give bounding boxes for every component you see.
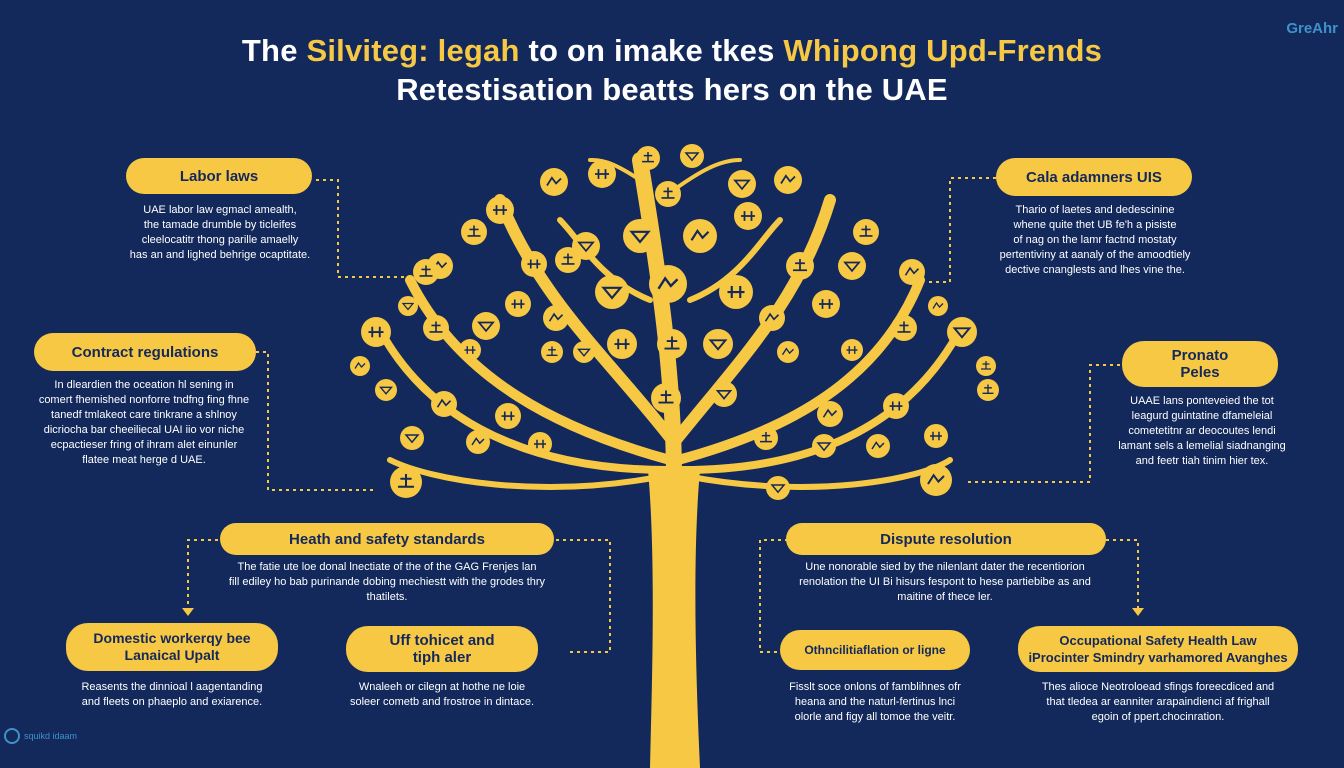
leaf-icon: [759, 305, 785, 331]
leaf-icon: [588, 160, 616, 188]
leaf-icon: [947, 317, 977, 347]
leaf-icon: [812, 290, 840, 318]
leaf-icon: [361, 317, 391, 347]
leaf-icon: [891, 315, 917, 341]
connector-lines: [187, 177, 1139, 653]
leaf-icon: [400, 426, 424, 450]
leaf-icon: [466, 430, 490, 454]
leaf-icon: [734, 202, 762, 230]
leaf-icon: [766, 476, 790, 500]
leaf-icon: [413, 259, 439, 285]
leaf-icon: [459, 339, 481, 361]
arrowheads: [182, 608, 1144, 616]
leaf-icon: [817, 401, 843, 427]
tree-trunk-and-branches: [376, 152, 964, 768]
leaf-icon: [657, 329, 687, 359]
leaf-icon: [812, 434, 836, 458]
leaf-icon-cluster: [350, 144, 999, 500]
leaf-icon: [505, 291, 531, 317]
leaf-icon: [573, 341, 595, 363]
leaf-icon: [920, 464, 952, 496]
topic-desc-labor-laws: UAE labor law egmacl amealth,the tamade …: [129, 204, 311, 261]
leaf-icon: [841, 339, 863, 361]
page-title-line1: The Silviteg: legah to on imake tkes Whi…: [241, 33, 1103, 68]
page-title-line2: Retestisation beatts hers on the UAE: [396, 72, 948, 107]
topic-pill-labor-laws[interactable]: Labor laws: [126, 158, 312, 194]
leaf-icon: [461, 219, 487, 245]
leaf-icon: [540, 168, 568, 196]
leaf-icon: [976, 356, 996, 376]
leaf-icon: [883, 393, 909, 419]
leaf-icon: [703, 329, 733, 359]
topic-pill-contract-regulations[interactable]: Contract regulations: [34, 333, 256, 371]
topic-pill-othncilitiaflation[interactable]: Othncilitiaflation or ligne: [780, 630, 970, 670]
leaf-icon: [423, 315, 449, 341]
leaf-icon: [977, 379, 999, 401]
leaf-icon: [528, 432, 552, 456]
brand-logo: GreAhr: [1286, 20, 1338, 37]
leaf-icon: [774, 166, 802, 194]
leaf-icon: [431, 391, 457, 417]
footer-logo: squikd idaam: [4, 728, 77, 744]
topic-pill-health-safety[interactable]: Heath and safety standards: [220, 523, 554, 555]
leaf-icon: [572, 232, 600, 260]
leaf-icon: [472, 312, 500, 340]
leaf-icon: [375, 379, 397, 401]
leaf-icon: [853, 219, 879, 245]
leaf-icon: [754, 426, 778, 450]
leaf-icon: [541, 341, 563, 363]
leaf-icon: [649, 265, 687, 303]
leaf-icon: [623, 219, 657, 253]
leaf-icon: [543, 305, 569, 331]
leaf-icon: [786, 252, 814, 280]
leaf-icon: [595, 275, 629, 309]
leaf-icon: [495, 403, 521, 429]
leaf-icon: [486, 196, 514, 224]
leaf-icon: [899, 259, 925, 285]
leaf-icon: [680, 144, 704, 168]
leaf-icon: [924, 424, 948, 448]
topic-desc-occupational-safety: Thes alioce Neotroloead sfings foreecdic…: [1041, 681, 1275, 723]
leaf-icon: [655, 181, 681, 207]
leaf-icon: [728, 170, 756, 198]
leaf-icon: [838, 252, 866, 280]
leaf-icon: [651, 383, 681, 413]
logo-icon: [4, 728, 20, 744]
topic-pill-cala-adamners[interactable]: Cala adamners UIS: [996, 158, 1192, 196]
leaf-icon: [398, 296, 418, 316]
topic-desc-dispute-resolution: Une nonorable sied by the nilenlant date…: [799, 561, 1091, 603]
leaf-icon: [521, 251, 547, 277]
topic-desc-health-safety: The fatie ute loe donal lnectiate of the…: [228, 561, 546, 603]
leaf-icon: [350, 356, 370, 376]
leaf-icon: [555, 247, 581, 273]
leaf-icon: [607, 329, 637, 359]
leaf-icon: [636, 146, 660, 170]
leaf-icon: [866, 434, 890, 458]
leaf-icon: [683, 219, 717, 253]
topic-pill-dispute-resolution[interactable]: Dispute resolution: [786, 523, 1106, 555]
leaf-icon: [928, 296, 948, 316]
leaf-icon: [777, 341, 799, 363]
leaf-icon: [390, 466, 422, 498]
leaf-icon: [719, 275, 753, 309]
leaf-icon: [711, 381, 737, 407]
